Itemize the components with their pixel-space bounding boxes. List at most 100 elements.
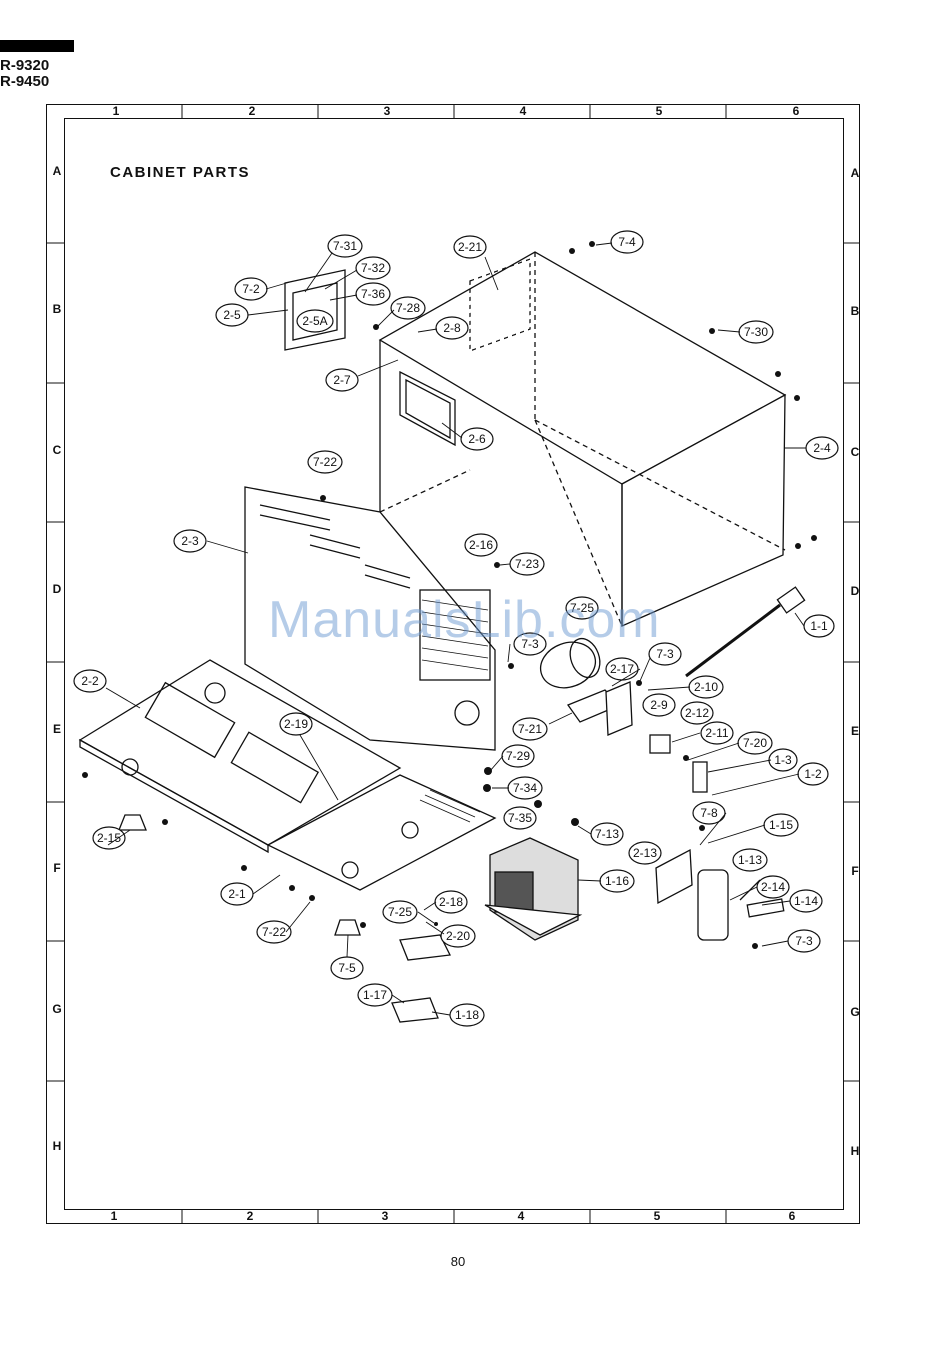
callout-bubble	[256, 920, 292, 944]
callout-label: 2-5	[223, 308, 241, 322]
drawing-frame-inner	[64, 118, 844, 1210]
mounting-plate	[399, 934, 451, 961]
interlock-brackets	[566, 681, 708, 905]
callout-bubble	[692, 801, 726, 825]
callout-bubble	[440, 924, 476, 948]
callout-label: 7-32	[361, 261, 385, 275]
header-black-bar	[0, 40, 74, 52]
grid-row-label: D	[850, 584, 860, 598]
base-plate	[78, 659, 402, 854]
grid-row-label: D	[52, 582, 62, 596]
callout-label: 7-4	[618, 235, 636, 249]
callout-label: 7-25	[388, 905, 412, 919]
callout-label: 2-3	[181, 534, 199, 548]
grid-column-label: 3	[381, 1209, 389, 1223]
callout-label: 7-8	[700, 806, 718, 820]
callout-label: 1-18	[455, 1008, 479, 1022]
callout-bubble	[435, 316, 469, 340]
callout-bubble	[173, 529, 207, 553]
grid-column-label: 5	[655, 104, 663, 118]
callout-label: 7-25	[570, 601, 594, 615]
callout-label: 2-18	[439, 895, 463, 909]
page-title: CABINET PARTS	[110, 164, 251, 181]
power-cord	[685, 586, 806, 678]
callout-label: 2-16	[469, 538, 493, 552]
callout-label: 2-4	[813, 441, 831, 455]
callout-label: 2-2	[81, 674, 99, 688]
grid-row-label: H	[52, 1139, 62, 1153]
callout-label: 2-21	[458, 240, 482, 254]
callout-bubble	[355, 282, 391, 306]
callout-label: 7-13	[595, 827, 619, 841]
callout-label: 2-14	[761, 880, 785, 894]
callout-label: 2-9	[650, 698, 668, 712]
grid-column-label: 5	[653, 1209, 661, 1223]
callout-bubble	[732, 848, 768, 872]
callout-label: 2-1	[228, 887, 246, 901]
grid-column-label: 2	[248, 104, 256, 118]
model-number: R-9320	[0, 57, 50, 74]
model-number: R-9450	[0, 73, 50, 90]
grid-row-label: E	[850, 724, 859, 738]
callout-bubble	[73, 669, 107, 693]
callout-label: 2-17	[610, 662, 634, 676]
callout-label: 7-28	[396, 301, 420, 315]
grid-row-label: G	[52, 1002, 62, 1016]
callout-bubble	[628, 841, 662, 865]
fuse-holder	[391, 997, 439, 1023]
callout-label: 2-7	[333, 373, 351, 387]
callout-label: 2-11	[705, 726, 728, 740]
callout-bubble	[512, 717, 548, 741]
callout-label: 2-15	[97, 831, 121, 845]
callout-bubble	[296, 309, 334, 333]
callout-label: 1-16	[605, 874, 629, 888]
callout-label: 7-35	[508, 811, 532, 825]
grid-column-label: 1	[110, 1209, 118, 1223]
callout-label: 1-14	[794, 894, 818, 908]
grid-row-label: B	[52, 302, 62, 316]
callout-label: 7-21	[518, 722, 542, 736]
callout-label: 2-12	[685, 706, 709, 720]
leader-lines	[105, 242, 806, 1016]
drawing-frame-outer	[46, 104, 860, 1224]
grid-column-label: 6	[788, 1209, 796, 1223]
callout-label: 1-1	[810, 619, 828, 633]
grid-row-label: F	[53, 861, 61, 875]
callout-bubble	[355, 256, 391, 280]
callout-label: 7-34	[513, 781, 537, 795]
callout-label: 7-23	[515, 557, 539, 571]
callout-bubble	[279, 712, 313, 736]
callout-bubble	[501, 744, 535, 768]
callout-bubble	[327, 234, 363, 258]
callout-label: 7-3	[656, 647, 674, 661]
grid-column-label: 4	[517, 1209, 525, 1223]
callout-label: 1-13	[738, 853, 762, 867]
callout-bubble	[642, 693, 676, 717]
grid-row-label: C	[850, 445, 860, 459]
fan-motor	[539, 637, 601, 689]
callout-label: 1-15	[769, 818, 793, 832]
callout-bubble	[610, 230, 644, 254]
grid-row-label: H	[850, 1144, 860, 1158]
callout-bubble	[648, 642, 682, 666]
callout-bubble	[464, 533, 498, 557]
callout-bubble	[565, 596, 599, 620]
grid-row-label: A	[52, 164, 62, 178]
callout-label: 2-19	[284, 717, 308, 731]
cabinet-feet	[118, 814, 361, 936]
grid-column-label: 6	[792, 104, 800, 118]
callout-bubble	[434, 890, 468, 914]
callout-bubble	[92, 826, 126, 850]
grid-row-label: C	[52, 443, 62, 457]
grid-column-label: 4	[519, 104, 527, 118]
grid-row-label: G	[850, 1005, 860, 1019]
callout-labels: 7-31 7-32 7-2 7-36 2-5 2-5A 7-28 2-8 2-7…	[81, 235, 831, 1022]
callout-label: 7-29	[506, 749, 530, 763]
callout-label: 7-31	[333, 239, 357, 253]
transformer	[484, 837, 583, 941]
callout-label: 2-20	[446, 929, 470, 943]
callout-bubble	[513, 632, 547, 656]
callout-bubble	[453, 235, 487, 259]
callout-label: 7-36	[361, 287, 385, 301]
